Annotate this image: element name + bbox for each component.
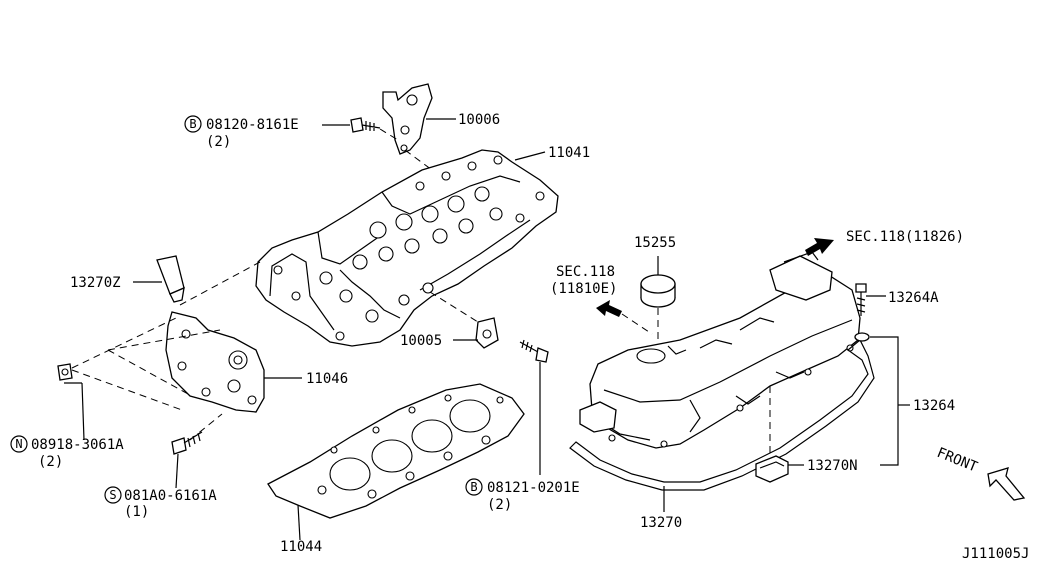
- rocker-cover: [579, 251, 861, 449]
- front-arrow: [987, 467, 1026, 501]
- label-08121-0201e: 08121-0201E: [487, 480, 580, 496]
- nut-08918: [57, 363, 73, 381]
- label-13270: 13270: [640, 515, 682, 531]
- label-11810e: (11810E): [550, 281, 617, 297]
- label-11044: 11044: [280, 539, 322, 555]
- label-08918-qty: (2): [38, 454, 63, 470]
- sensor-13270z: [156, 255, 185, 303]
- symbol-n-08918: N: [10, 435, 28, 453]
- symbol-b-08120-text: B: [189, 117, 196, 131]
- symbol-n-text: N: [15, 437, 22, 451]
- oil-cap-15255: [640, 256, 676, 308]
- label-13270n: 13270N: [807, 458, 858, 474]
- label-081a0-qty: (1): [124, 504, 149, 520]
- cylinder-head-11041: [255, 149, 559, 347]
- label-13264: 13264: [913, 398, 955, 414]
- cover-11046: [165, 311, 265, 413]
- arrow-sec118-11810e: [596, 300, 622, 317]
- bracket-10006: [382, 83, 433, 155]
- label-front: FRONT: [935, 445, 981, 476]
- symbol-s-081a0: S: [104, 486, 122, 504]
- washer-13264: [854, 332, 870, 342]
- label-sec118: SEC.118: [556, 264, 615, 280]
- diagram-code: J111005J: [962, 546, 1029, 562]
- bolt-13264a: [855, 283, 867, 316]
- head-gasket-11044: [267, 383, 525, 519]
- label-15255: 15255: [634, 235, 676, 251]
- label-08120-8161e: 08120-8161E: [206, 117, 299, 133]
- gasket-10005: [475, 317, 499, 349]
- label-13264a: 13264A: [888, 290, 939, 306]
- label-10006: 10006: [458, 112, 500, 128]
- bolt-081a0: [171, 431, 203, 455]
- grommet-13270n: [755, 455, 789, 483]
- label-11046: 11046: [306, 371, 348, 387]
- label-10005: 10005: [400, 333, 442, 349]
- symbol-s-text: S: [109, 488, 116, 502]
- symbol-b-08121: B: [465, 478, 483, 496]
- symbol-b-08120: B: [184, 115, 202, 133]
- label-sec118-11826: SEC.118(11826): [846, 229, 964, 245]
- label-08121-qty: (2): [487, 497, 512, 513]
- label-11041: 11041: [548, 145, 590, 161]
- bolt-08121: [519, 339, 549, 363]
- symbol-b-08121-text: B: [470, 480, 477, 494]
- bolt-08120: [350, 117, 381, 133]
- label-13270z: 13270Z: [70, 275, 121, 291]
- label-08918-3061a: 08918-3061A: [31, 437, 124, 453]
- label-08120-qty: (2): [206, 134, 231, 150]
- label-081a0-6161a: 081A0-6161A: [124, 488, 217, 504]
